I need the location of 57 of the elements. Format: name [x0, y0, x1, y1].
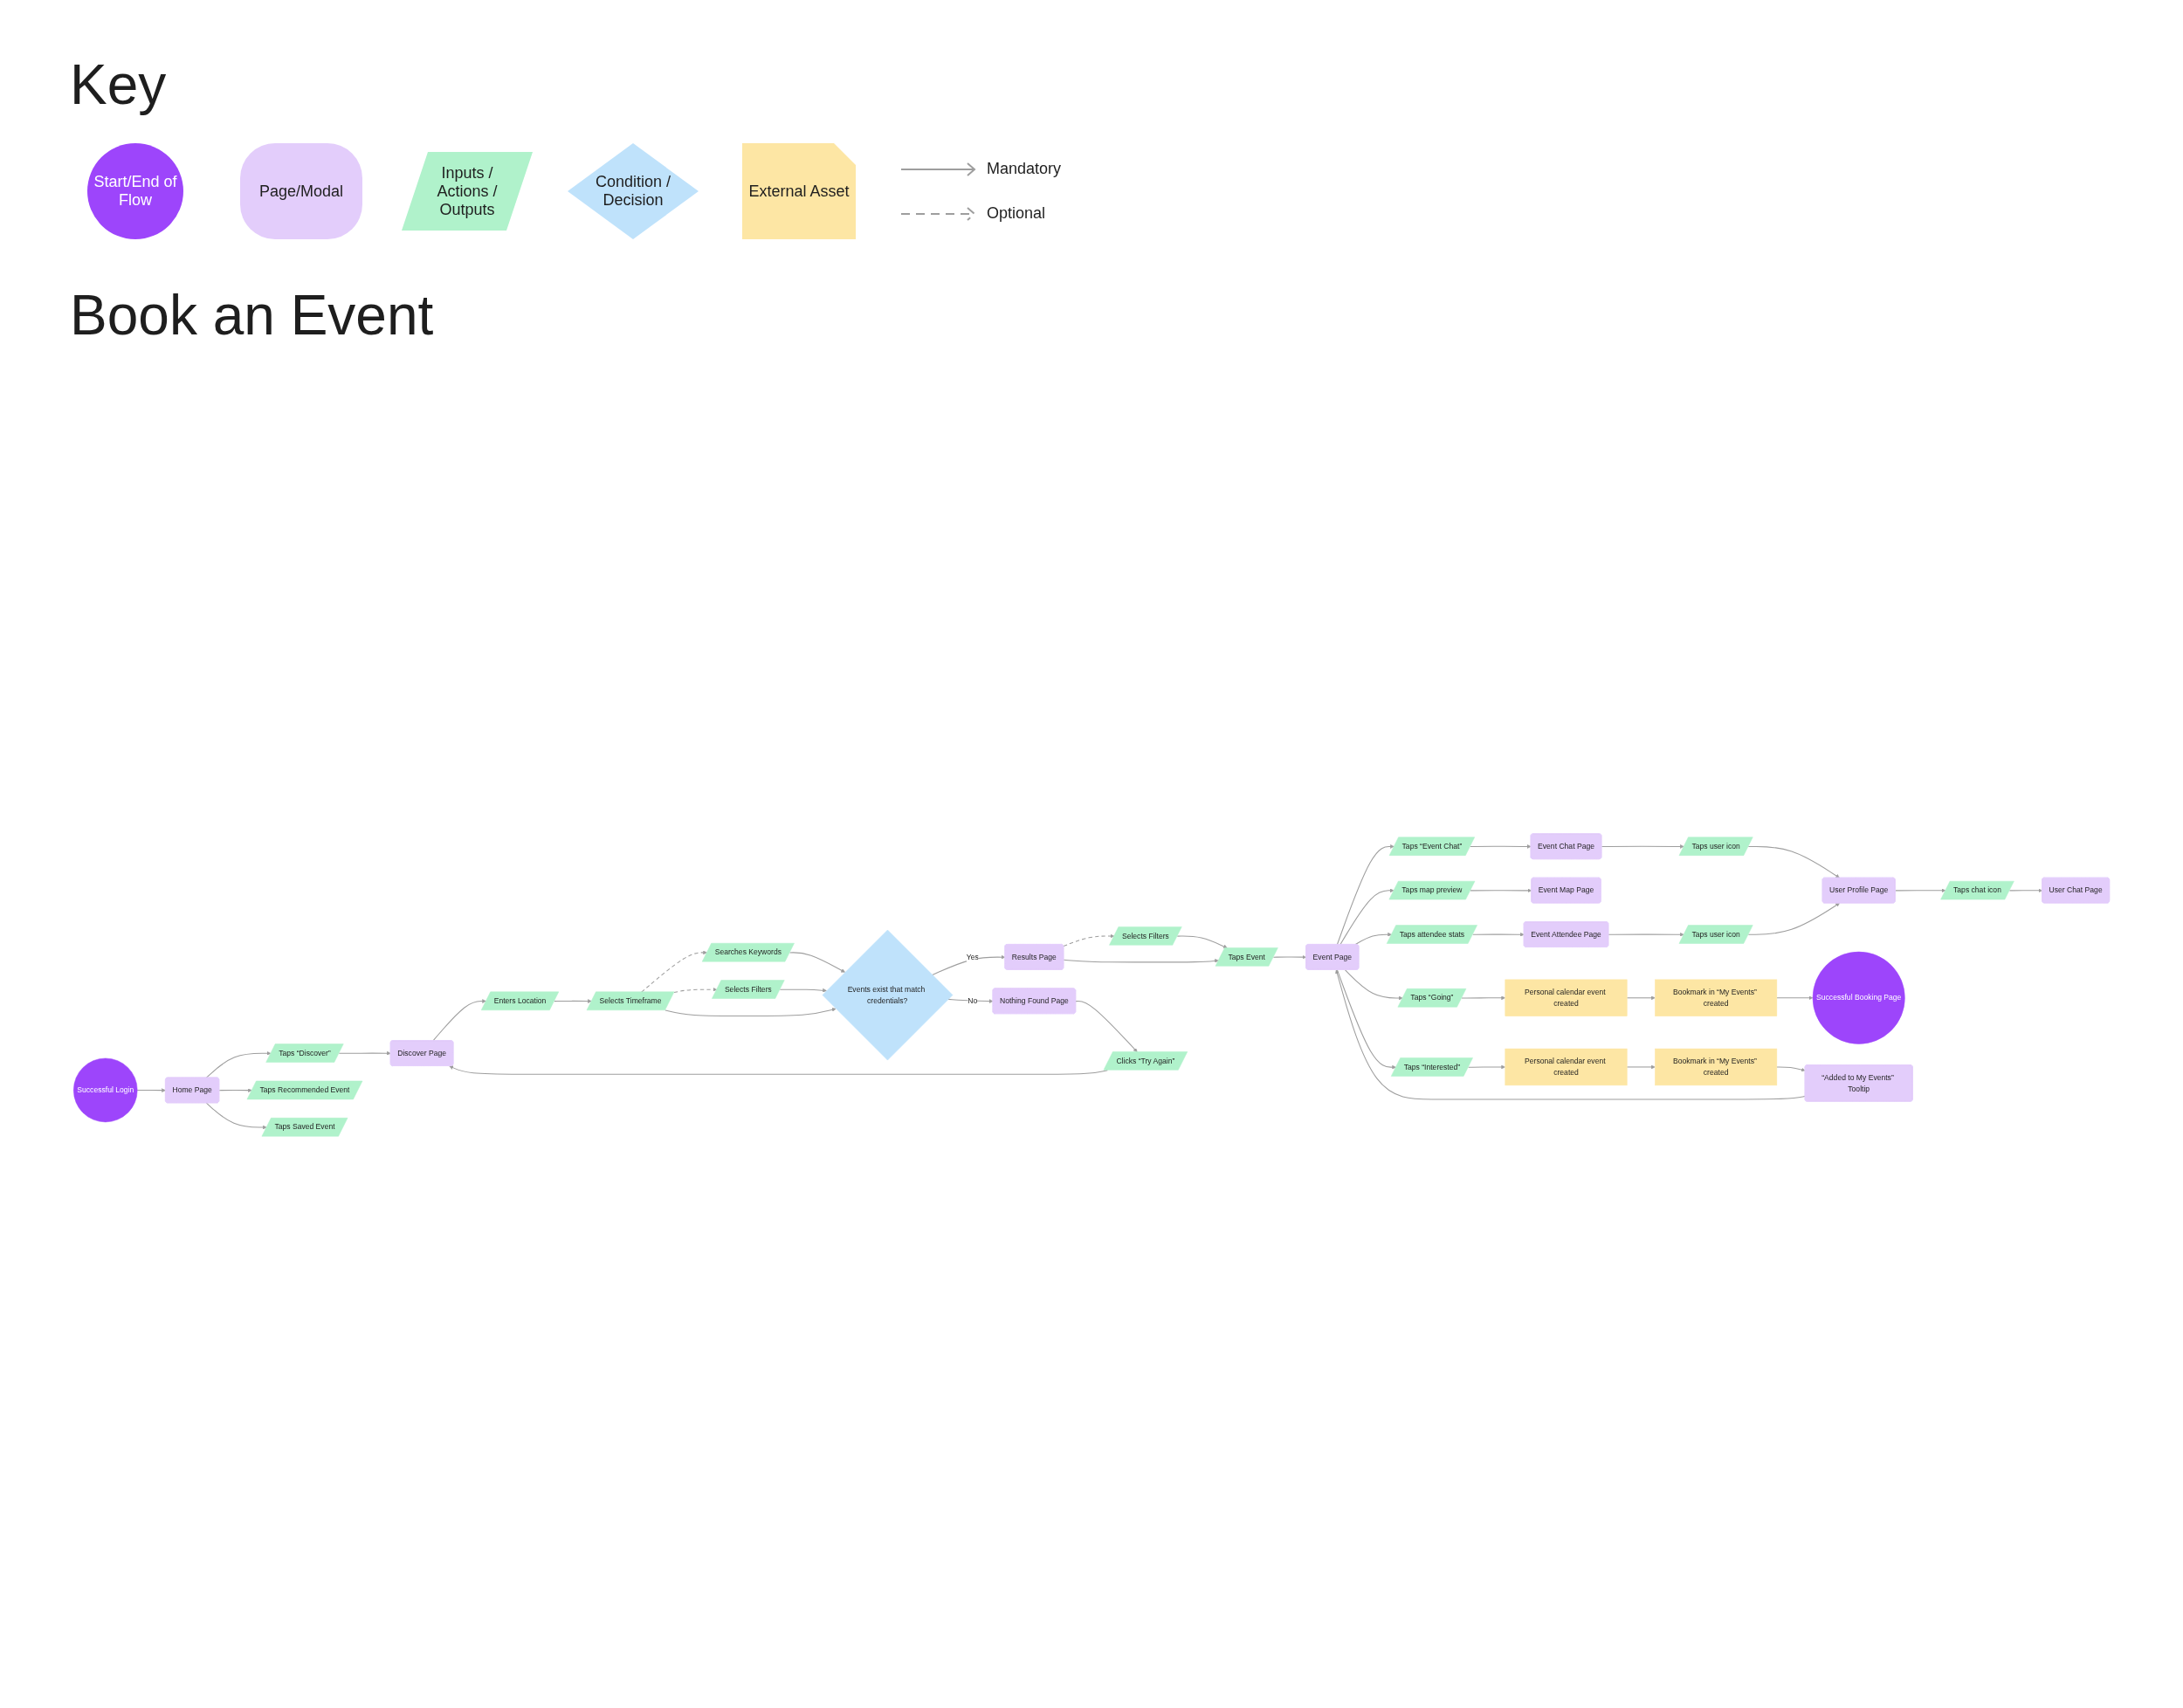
arrow	[1608, 932, 1684, 937]
arrow	[1472, 932, 1525, 937]
arrow	[2008, 888, 2043, 893]
arrow	[205, 1102, 267, 1130]
arrow	[1272, 954, 1307, 960]
arrow	[338, 1050, 391, 1056]
arrow	[1468, 1064, 1505, 1070]
arrow	[554, 999, 592, 1003]
arrow	[1344, 969, 1403, 1001]
arrow	[779, 988, 827, 993]
arrow	[1063, 959, 1219, 963]
arrow	[1336, 844, 1395, 946]
arrow	[1895, 888, 1946, 893]
arrow	[136, 1088, 166, 1092]
arrow	[205, 1050, 272, 1078]
arrow	[1075, 1001, 1138, 1052]
arrow	[789, 952, 845, 973]
arrow	[1461, 995, 1505, 1001]
arrow	[1626, 1064, 1656, 1070]
node-box: Bookmark in “My Events” created	[1655, 1048, 1778, 1086]
legend-label: Optional	[987, 204, 1046, 223]
key-heading: Key	[70, 52, 167, 117]
node-diamond: Events exist that match credentials?	[822, 929, 954, 1061]
node-box: Bookmark in “My Events” created	[1655, 979, 1778, 1016]
arrow	[1336, 969, 1396, 1070]
edge-label: Yes	[966, 953, 979, 961]
legend-label: Condition / Decision	[594, 173, 672, 210]
arrow	[641, 950, 707, 993]
arrow	[1176, 935, 1228, 949]
arrow	[1470, 888, 1532, 893]
node-circle: Successful Login	[73, 1057, 138, 1123]
arrow	[1339, 888, 1395, 946]
legend-label: External Asset	[747, 182, 850, 201]
arrow	[1747, 903, 1840, 935]
arrow	[1354, 932, 1392, 946]
arrow	[1776, 995, 1814, 1001]
node-box: Personal calendar event created	[1505, 979, 1628, 1016]
diagram-title: Book an Event	[70, 283, 434, 348]
node-box: Personal calendar event created	[1505, 1048, 1628, 1086]
arrow	[1335, 969, 1806, 1100]
arrow	[218, 1088, 252, 1092]
legend-label: Page/Modal	[258, 182, 345, 201]
arrow	[665, 1008, 837, 1017]
arrow	[1470, 844, 1532, 849]
node-circle: Successful Booking Page	[1812, 951, 1905, 1044]
arrow	[1626, 995, 1656, 1001]
arrow	[1601, 844, 1684, 849]
edge-label: No	[968, 996, 978, 1005]
arrow	[432, 999, 486, 1042]
arrow	[932, 954, 1006, 976]
legend-label: Inputs / Actions / Outputs	[436, 163, 499, 219]
legend-label: Start/End of Flow	[93, 173, 178, 210]
arrow	[1063, 933, 1115, 947]
legend-label: Mandatory	[987, 160, 1062, 178]
arrow	[1747, 845, 1840, 878]
arrow	[673, 987, 718, 994]
arrow	[1776, 1066, 1806, 1072]
